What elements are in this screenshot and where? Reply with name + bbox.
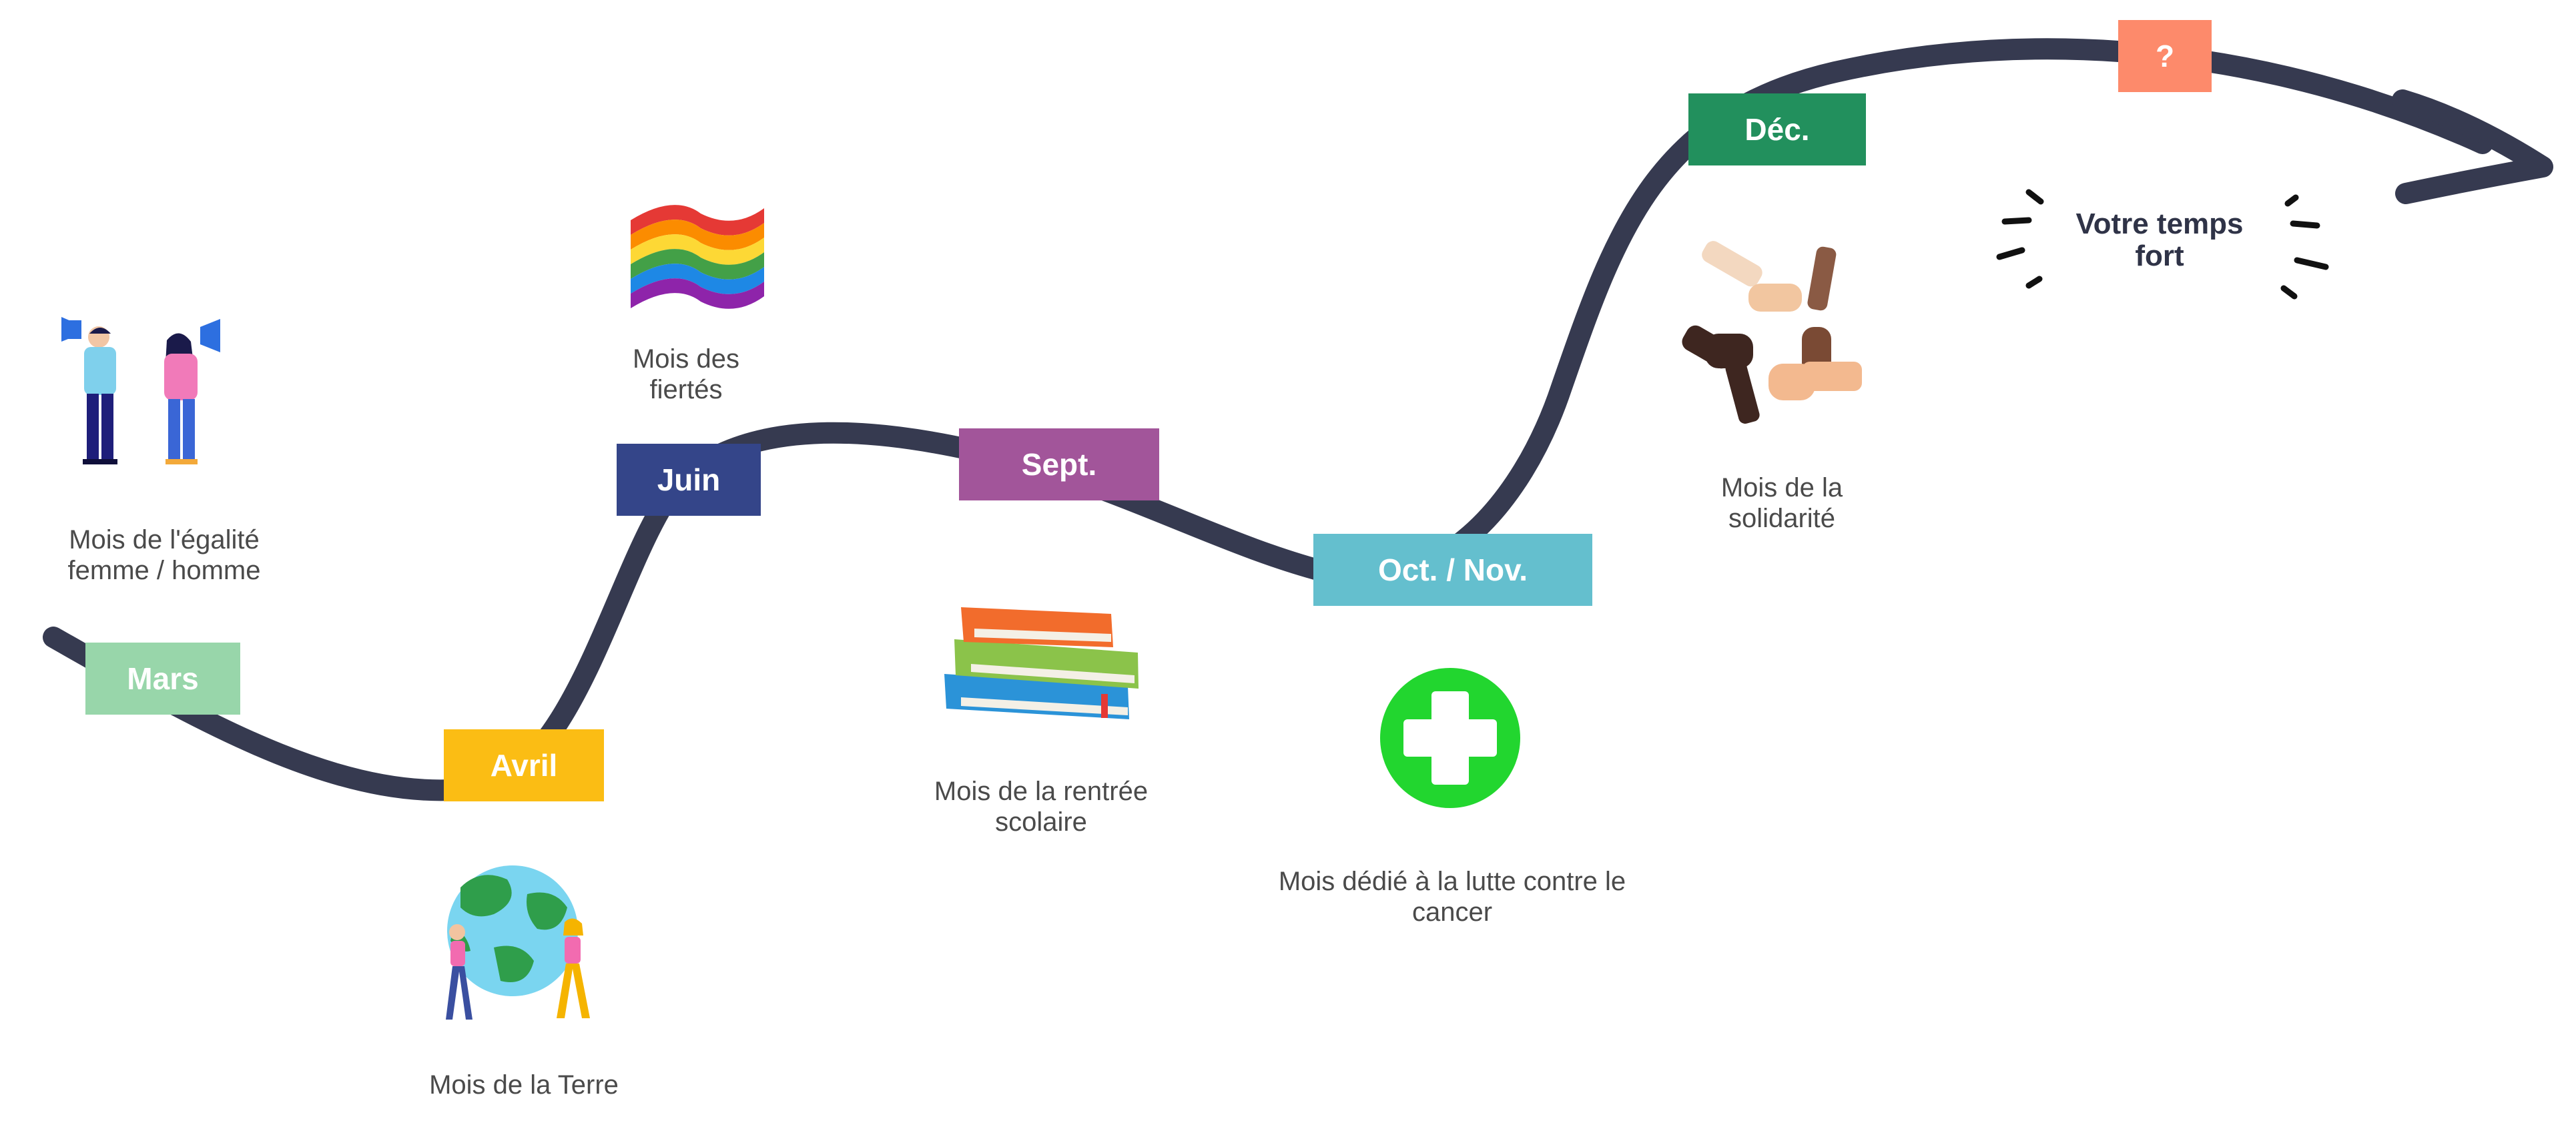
caption-avril: Mois de la Terre bbox=[429, 1070, 619, 1100]
tag-oct-nov: Oct. / Nov. bbox=[1313, 534, 1592, 606]
megaphone-people-icon bbox=[61, 317, 220, 464]
books-icon bbox=[944, 607, 1139, 719]
caption-oct-nov-line-1: Mois dédié à la lutte contre le bbox=[1278, 867, 1626, 896]
tag-juin-label: Juin bbox=[657, 462, 721, 497]
joined-hands-icon bbox=[1682, 241, 1862, 424]
rainbow-flag-icon bbox=[631, 205, 764, 309]
caption-sept: Mois de la rentrée scolaire bbox=[934, 776, 1148, 837]
tag-avril-label: Avril bbox=[490, 748, 558, 783]
tag-sept-label: Sept. bbox=[1021, 447, 1097, 482]
caption-question-line-2: fort bbox=[2135, 240, 2184, 272]
tag-mars-label: Mars bbox=[127, 661, 199, 696]
earth-people-icon bbox=[446, 865, 590, 1020]
tag-dec-label: Déc. bbox=[1744, 112, 1810, 147]
tag-question-label: ? bbox=[2155, 39, 2175, 73]
caption-juin-line-1: Mois des bbox=[632, 344, 740, 374]
caption-avril-line-1: Mois de la Terre bbox=[429, 1070, 619, 1100]
sparkle-lines-icon bbox=[1996, 189, 2329, 300]
green-cross-icon bbox=[1380, 668, 1520, 808]
tag-juin: Juin bbox=[617, 444, 761, 516]
caption-dec: Mois de la solidarité bbox=[1721, 472, 1843, 534]
caption-mars-line-2: femme / homme bbox=[67, 556, 261, 585]
caption-mars-line-1: Mois de l'égalité bbox=[69, 525, 260, 554]
tag-sept: Sept. bbox=[959, 428, 1159, 500]
caption-dec-line-2: solidarité bbox=[1728, 504, 1836, 533]
caption-sept-line-1: Mois de la rentrée bbox=[934, 777, 1149, 806]
caption-mars: Mois de l'égalité femme / homme bbox=[68, 524, 261, 586]
tag-oct-nov-label: Oct. / Nov. bbox=[1377, 552, 1528, 587]
caption-juin: Mois des fiertés bbox=[633, 344, 739, 405]
tag-dec: Déc. bbox=[1688, 93, 1866, 165]
caption-question-line-1: Votre temps bbox=[2075, 208, 2244, 240]
caption-question: Votre temps fort bbox=[2075, 208, 2243, 272]
caption-sept-line-2: scolaire bbox=[995, 807, 1087, 837]
tag-avril: Avril bbox=[444, 729, 604, 801]
caption-juin-line-2: fiertés bbox=[649, 375, 723, 404]
caption-dec-line-1: Mois de la bbox=[1720, 473, 1843, 502]
caption-oct-nov-line-2: cancer bbox=[1411, 897, 1493, 927]
caption-oct-nov: Mois dédié à la lutte contre le cancer bbox=[1279, 866, 1626, 927]
tag-question: ? bbox=[2118, 20, 2212, 92]
arrow-head-icon bbox=[2392, 89, 2553, 204]
tag-mars: Mars bbox=[85, 643, 240, 715]
